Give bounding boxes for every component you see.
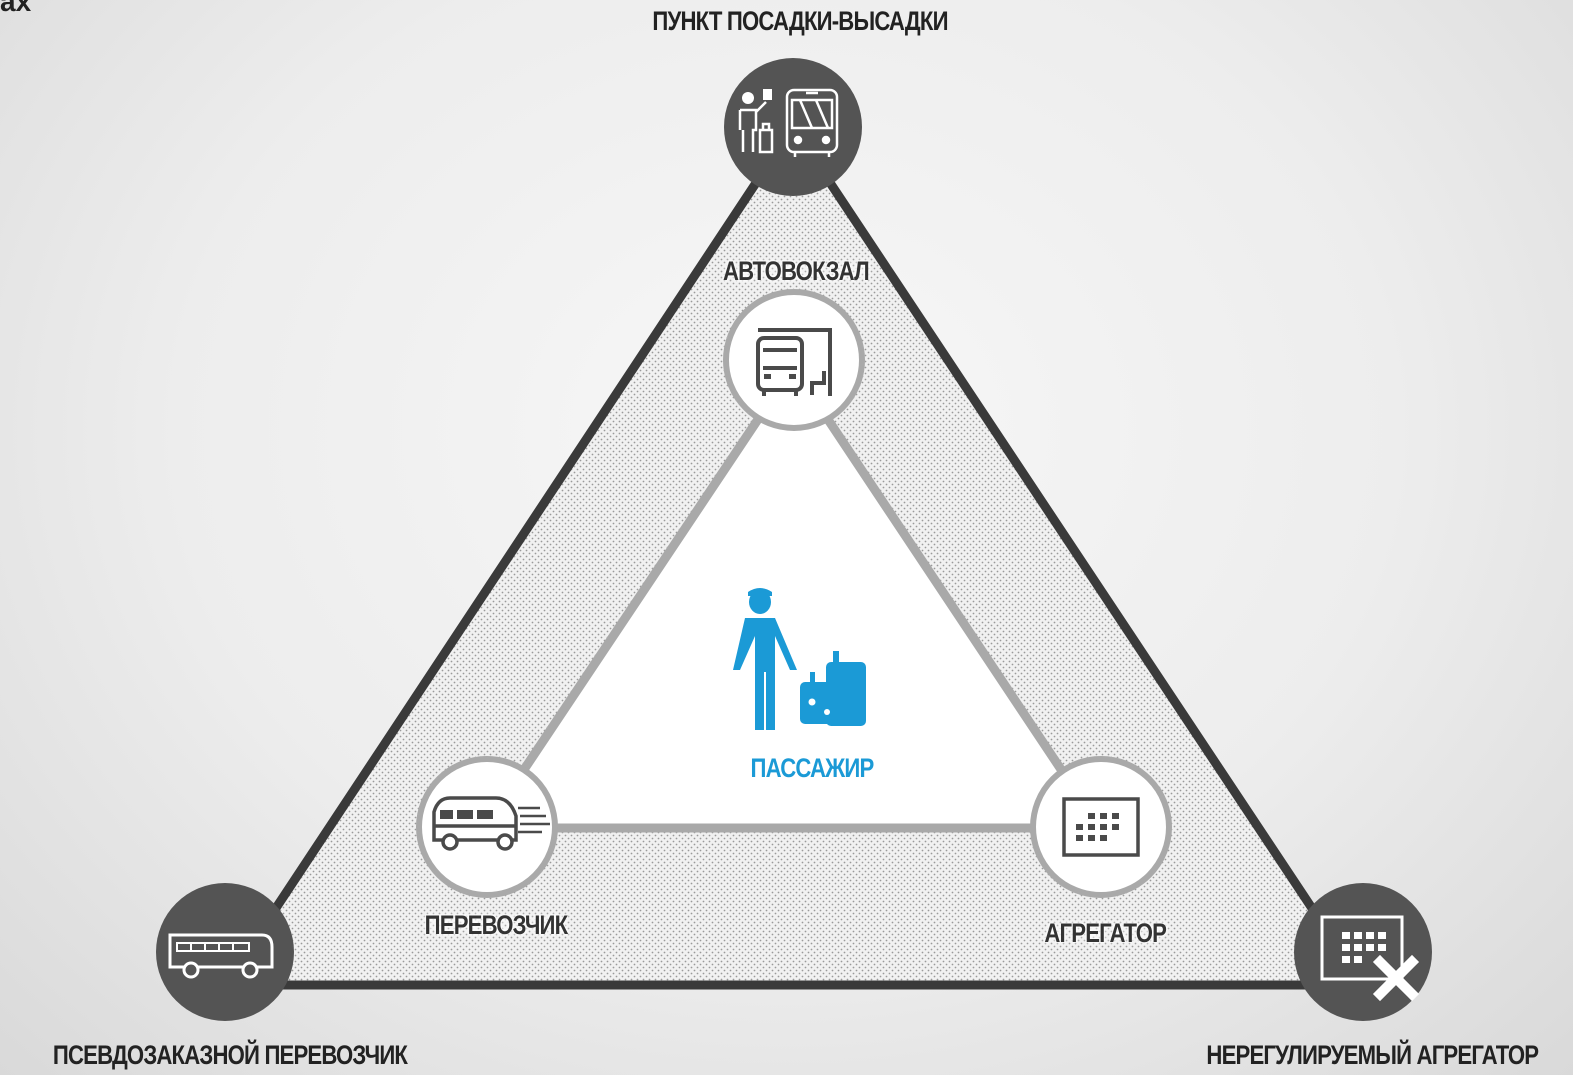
label-passenger: ПАССАЖИР [750, 753, 873, 784]
label-pickup-point: ПУНКТ ПОСАДКИ-ВЫСАДКИ [652, 6, 947, 37]
node-outer-top [724, 58, 862, 196]
corner-mark: ах [0, 0, 31, 18]
node-inner-left [419, 759, 555, 895]
label-carrier: ПЕРЕВОЗЧИК [425, 910, 568, 941]
node-inner-right [1033, 759, 1169, 895]
label-aggregator: АГРЕГАТОР [1044, 918, 1166, 949]
label-bus-station: АВТОВОКЗАЛ [723, 256, 869, 287]
node-outer-left [156, 883, 294, 1021]
label-pseudo-carrier: ПСЕВДОЗАКАЗНОЙ ПЕРЕВОЗЧИК [53, 1040, 407, 1071]
node-outer-right [1294, 883, 1432, 1021]
node-inner-top [726, 292, 862, 428]
label-unregulated-aggregator: НЕРЕГУЛИРУЕМЫЙ АГРЕГАТОР [1206, 1040, 1538, 1071]
